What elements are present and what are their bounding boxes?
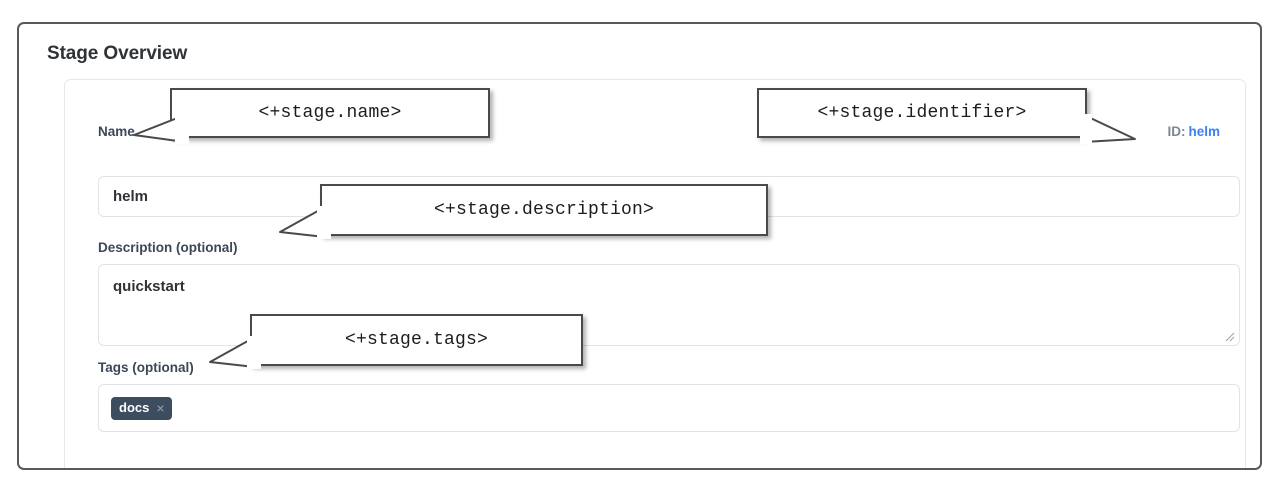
callout-stage-tags-text: <+stage.tags> bbox=[344, 330, 489, 350]
tags-input[interactable]: docs × bbox=[98, 384, 1240, 432]
callout-stage-name-text: <+stage.name> bbox=[258, 103, 402, 123]
callout-stage-identifier: <+stage.identifier> bbox=[757, 88, 1087, 138]
callout-tail-stage-name bbox=[133, 114, 189, 144]
name-input-value: helm bbox=[113, 188, 149, 205]
resize-grip-icon[interactable] bbox=[1223, 330, 1235, 342]
stage-identifier-key: ID: bbox=[1167, 124, 1186, 139]
callout-tail-stage-identifier bbox=[1080, 114, 1136, 144]
callout-stage-description: <+stage.description> bbox=[320, 184, 768, 236]
stage-overview-card: Name ID:helm helm Description (optional)… bbox=[64, 79, 1246, 468]
name-label: Name bbox=[98, 124, 135, 139]
callout-tail-stage-tags bbox=[209, 336, 261, 369]
tag-chip[interactable]: docs × bbox=[111, 396, 172, 420]
callout-tail-stage-description bbox=[279, 206, 331, 239]
page-title: Stage Overview bbox=[47, 43, 188, 64]
tag-chip-label: docs bbox=[119, 400, 150, 415]
tag-remove-icon[interactable]: × bbox=[156, 399, 165, 416]
description-label: Description (optional) bbox=[98, 240, 238, 255]
tags-label: Tags (optional) bbox=[98, 360, 194, 375]
callout-stage-tags: <+stage.tags> bbox=[250, 314, 583, 366]
callout-stage-name: <+stage.name> bbox=[170, 88, 490, 138]
callout-stage-identifier-text: <+stage.identifier> bbox=[817, 103, 1027, 123]
callout-stage-description-text: <+stage.description> bbox=[433, 200, 655, 220]
description-textarea-value: quickstart bbox=[113, 278, 185, 295]
stage-identifier-value[interactable]: helm bbox=[1188, 124, 1220, 139]
stage-identifier: ID:helm bbox=[1167, 124, 1220, 139]
